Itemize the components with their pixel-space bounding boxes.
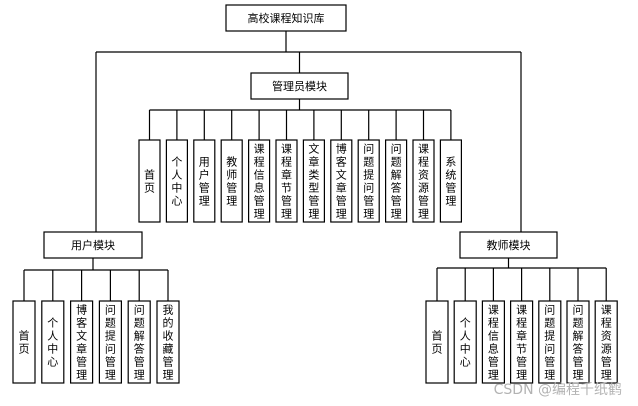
user-leaf-node: 首页 bbox=[12, 300, 36, 384]
teacher-leaf-label: 问题提问管理 bbox=[544, 304, 555, 382]
admin-leaf-box bbox=[412, 139, 435, 223]
admin-leaf-node: 教师管理 bbox=[220, 139, 243, 223]
admin-leaf-label: 个人中心 bbox=[171, 156, 182, 208]
user-leaf-label: 博客文章管理 bbox=[76, 304, 87, 382]
teacher-module-label: 教师模块 bbox=[487, 239, 531, 252]
admin-leaf-node: 课程信息管理 bbox=[248, 139, 271, 223]
admin-leaf-label: 问题解答管理 bbox=[391, 143, 402, 221]
teacher-leaf-box bbox=[510, 300, 534, 384]
admin-leaf-node: 问题解答管理 bbox=[385, 139, 408, 223]
admin-leaf-label: 系统管理 bbox=[445, 156, 456, 208]
user-leaf-label: 问题提问管理 bbox=[105, 304, 116, 382]
admin-leaf-box bbox=[385, 139, 408, 223]
user-leaf-label: 个人中心 bbox=[47, 317, 58, 369]
user-module-label: 用户模块 bbox=[71, 238, 115, 252]
teacher-leaf-label: 首页 bbox=[432, 329, 443, 356]
admin-leaf-box bbox=[275, 139, 298, 223]
admin-leaf-box bbox=[220, 139, 243, 223]
admin-leaf-box bbox=[330, 139, 353, 223]
admin-leaf-label: 博客文章管理 bbox=[336, 143, 347, 221]
admin-leaf-box bbox=[193, 139, 216, 223]
teacher-leaf-box bbox=[481, 300, 505, 384]
teacher-leaf-node: 问题提问管理 bbox=[538, 300, 562, 384]
user-leaf-node: 问题提问管理 bbox=[98, 300, 123, 384]
admin-leaf-box bbox=[248, 139, 271, 223]
teacher-leaf-node: 课程章节管理 bbox=[510, 300, 534, 384]
admin-leaf-box bbox=[302, 139, 325, 223]
user-leaf-node: 我的收藏管理 bbox=[156, 300, 180, 384]
teacher-leaf-box bbox=[425, 300, 449, 384]
teacher-leaf-label: 个人中心 bbox=[460, 317, 471, 369]
admin-leaf-label: 课程章节管理 bbox=[281, 143, 292, 221]
admin-leaf-box bbox=[138, 139, 161, 223]
admin-leaf-node: 首页 bbox=[138, 139, 161, 223]
admin-leaf-node: 问题提问管理 bbox=[357, 139, 380, 223]
teacher-leaf-node: 课程信息管理 bbox=[481, 300, 505, 384]
admin-leaf-box bbox=[165, 139, 188, 223]
admin-leaf-node: 课程资源管理 bbox=[412, 139, 435, 223]
teacher-leaf-node: 个人中心 bbox=[453, 300, 477, 384]
root-node: 高校课程知识库 bbox=[225, 4, 347, 32]
user-leaf-box bbox=[69, 300, 94, 384]
user-leaf-node: 博客文章管理 bbox=[69, 300, 94, 384]
teacher-leaf-label: 课程信息管理 bbox=[488, 304, 499, 382]
admin-leaf-label: 问题提问管理 bbox=[363, 143, 374, 221]
teacher-module-node: 教师模块 bbox=[459, 231, 558, 259]
teacher-leaf-node: 问题解答管理 bbox=[566, 300, 590, 384]
user-leaf-box bbox=[98, 300, 123, 384]
admin-leaf-label: 用户管理 bbox=[199, 156, 210, 208]
user-leaf-box bbox=[41, 300, 65, 384]
admin-leaf-label: 文章类型管理 bbox=[308, 142, 319, 221]
connector-lines bbox=[23, 31, 607, 301]
admin-leaf-node: 用户管理 bbox=[193, 139, 216, 223]
admin-leaf-node: 博客文章管理 bbox=[330, 139, 353, 223]
user-leaf-box bbox=[12, 300, 36, 384]
user-leaf-label: 问题解答管理 bbox=[134, 304, 145, 382]
admin-leaf-label: 首页 bbox=[144, 168, 155, 195]
user-leaf-node: 个人中心 bbox=[41, 300, 65, 384]
admin-leaf-box bbox=[357, 139, 380, 223]
user-module-node: 用户模块 bbox=[43, 231, 143, 259]
user-leaf-box bbox=[156, 300, 180, 384]
teacher-leaf-node: 课程资源管理 bbox=[594, 300, 618, 384]
admin-leaf-label: 课程资源管理 bbox=[418, 143, 429, 221]
teacher-leaf-label: 课程资源管理 bbox=[601, 304, 612, 382]
user-leaf-label: 首页 bbox=[19, 329, 30, 356]
user-leaf-label: 我的收藏管理 bbox=[163, 304, 174, 382]
root-label: 高校课程知识库 bbox=[248, 11, 325, 25]
admin-leaf-node: 系统管理 bbox=[439, 139, 462, 223]
user-leaf-box bbox=[127, 300, 151, 384]
teacher-leaf-box bbox=[566, 300, 590, 384]
admin-leaf-node: 课程章节管理 bbox=[275, 139, 298, 223]
admin-leaf-node: 文章类型管理 bbox=[302, 139, 325, 223]
admin-leaf-box bbox=[439, 139, 462, 223]
user-leaf-node: 问题解答管理 bbox=[127, 300, 151, 384]
teacher-leaf-box bbox=[594, 300, 618, 384]
teacher-leaf-label: 课程章节管理 bbox=[516, 304, 527, 382]
admin-leaf-label: 教师管理 bbox=[226, 156, 237, 208]
admin-module-node: 管理员模块 bbox=[250, 72, 349, 100]
leaf-nodes: 首页个人中心用户管理教师管理课程信息管理课程章节管理文章类型管理博客文章管理问题… bbox=[12, 139, 618, 384]
admin-module-label: 管理员模块 bbox=[272, 79, 327, 93]
admin-leaf-label: 课程信息管理 bbox=[254, 143, 265, 221]
teacher-leaf-box bbox=[538, 300, 562, 384]
teacher-leaf-node: 首页 bbox=[425, 300, 449, 384]
teacher-leaf-box bbox=[453, 300, 477, 384]
admin-leaf-node: 个人中心 bbox=[165, 139, 188, 223]
watermark-text: CSDN @编程千纸鹤 bbox=[494, 382, 622, 398]
teacher-leaf-label: 问题解答管理 bbox=[573, 304, 584, 382]
